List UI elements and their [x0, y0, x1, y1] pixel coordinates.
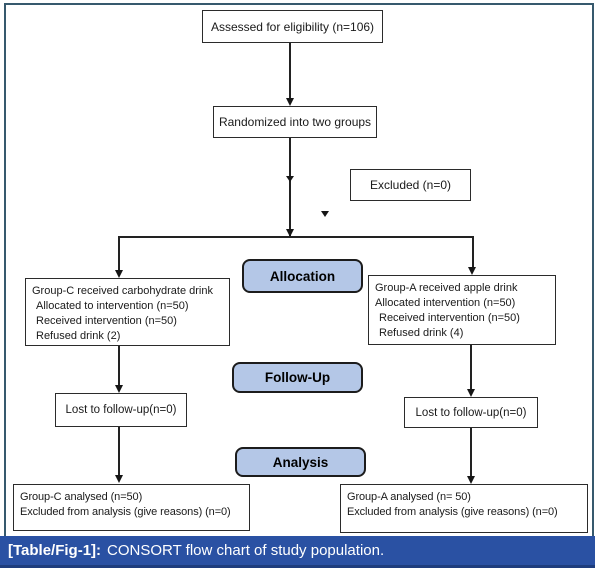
- box-analysed-a-line: Group-A analysed (n= 50): [347, 491, 471, 503]
- connector-split-horizontal: [119, 236, 474, 238]
- arrowhead-to-group-a: [468, 267, 477, 275]
- arrowhead-to-split: [285, 229, 294, 237]
- connector-split-to-group-a: [472, 236, 474, 268]
- box-randomized: Randomized into two groups: [213, 106, 377, 138]
- box-analysed-group-c: Group-C analysed (n=50) Excluded from an…: [13, 484, 250, 531]
- arrowhead-mid-connector: [286, 176, 294, 182]
- connector-randomized-to-split: [289, 138, 291, 237]
- figure-frame: [4, 3, 594, 536]
- box-group-c-line: Group-C received carbohydrate drink: [32, 285, 213, 297]
- arrowhead-to-randomized: [285, 98, 294, 106]
- box-group-c-allocation: Group-C received carbohydrate drink Allo…: [25, 278, 230, 346]
- connector-lost-to-analysed-right: [470, 428, 472, 477]
- box-excluded: Excluded (n=0): [350, 169, 471, 201]
- stage-label-allocation: Allocation: [242, 259, 363, 293]
- arrowhead-to-lost-left: [114, 385, 123, 393]
- box-lost-followup-left: Lost to follow-up(n=0): [55, 393, 187, 427]
- box-lost-followup-right: Lost to follow-up(n=0): [404, 397, 538, 428]
- box-group-a-line: Group-A received apple drink: [375, 282, 518, 294]
- box-group-a-line: Received intervention (n=50): [379, 312, 520, 324]
- box-group-c-line: Received intervention (n=50): [36, 315, 177, 327]
- box-analysed-c-line: Excluded from analysis (give reasons) (n…: [20, 506, 231, 518]
- caption-text: CONSORT flow chart of study population.: [107, 542, 385, 559]
- connector-group-c-to-lost: [118, 346, 120, 386]
- arrowhead-to-group-c: [114, 270, 123, 278]
- stage-label-analysis: Analysis: [235, 447, 366, 477]
- arrowhead-to-analysed-left: [114, 475, 123, 483]
- box-analysed-a-line: Excluded from analysis (give reasons) (n…: [347, 506, 558, 518]
- connector-lost-to-analysed-left: [118, 427, 120, 476]
- box-group-c-line: Refused drink (2): [36, 330, 121, 342]
- figure-caption: [Table/Fig-1]: CONSORT flow chart of stu…: [0, 536, 595, 568]
- box-analysed-group-a: Group-A analysed (n= 50) Excluded from a…: [340, 484, 588, 533]
- connector-split-to-group-c: [118, 236, 120, 271]
- arrowhead-to-analysed-right: [466, 476, 475, 484]
- connector-assessed-to-randomized: [289, 43, 291, 99]
- connector-group-a-to-lost: [470, 345, 472, 390]
- stage-label-followup: Follow-Up: [232, 362, 363, 393]
- box-assessed-eligibility: Assessed for eligibility (n=106): [202, 10, 383, 43]
- box-analysed-c-line: Group-C analysed (n=50): [20, 491, 143, 503]
- arrowhead-floating-marker: [321, 211, 329, 217]
- box-group-a-line: Refused drink (4): [379, 327, 464, 339]
- box-group-c-line: Allocated to intervention (n=50): [36, 300, 189, 312]
- arrowhead-to-lost-right: [466, 389, 475, 397]
- caption-label: [Table/Fig-1]:: [8, 542, 102, 559]
- box-group-a-line: Allocated intervention (n=50): [375, 297, 516, 309]
- box-group-a-allocation: Group-A received apple drink Allocated i…: [368, 275, 556, 345]
